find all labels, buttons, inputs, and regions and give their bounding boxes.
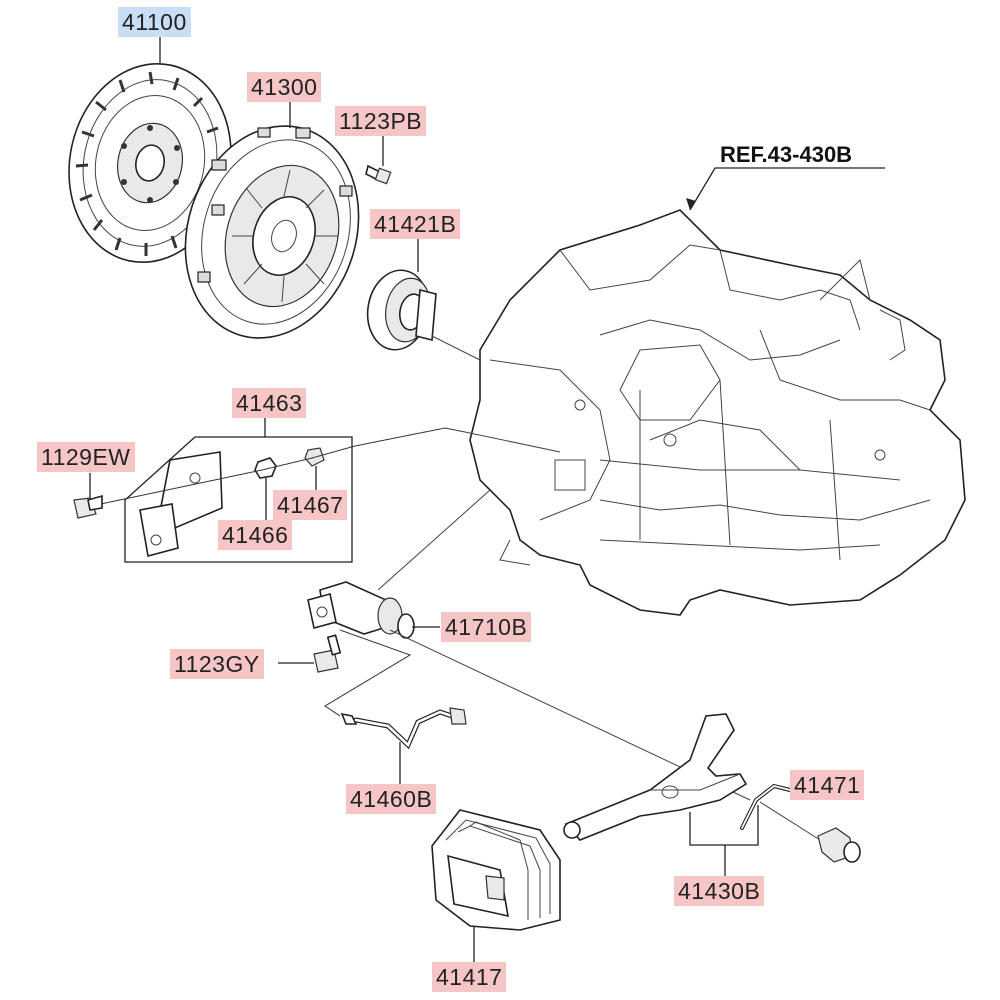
bracket-41430b xyxy=(689,805,759,846)
ref-arrow-icon xyxy=(686,198,696,210)
transmission-housing xyxy=(469,209,966,616)
part-label-41467[interactable]: 41467 xyxy=(273,490,348,520)
part-label-41300[interactable]: 41300 xyxy=(247,72,322,102)
part-label-41471[interactable]: 41471 xyxy=(790,770,865,800)
kit-41463-box xyxy=(95,414,466,563)
part-label-41100[interactable]: 41100 xyxy=(118,7,191,37)
pivot-ball xyxy=(817,827,861,863)
dust-boot xyxy=(431,809,561,931)
part-label-41430b[interactable]: 41430B xyxy=(674,876,765,906)
release-fork xyxy=(563,713,748,841)
reference-label: REF.43-430B xyxy=(720,142,853,167)
part-label-41421b[interactable]: 41421B xyxy=(370,209,461,239)
bearing-to-housing-line xyxy=(431,335,481,361)
bolt-1129ew xyxy=(73,494,103,519)
part-label-41417[interactable]: 41417 xyxy=(432,962,507,992)
bolt-1123gy xyxy=(313,634,342,673)
part-label-1123gy[interactable]: 1123GY xyxy=(170,649,264,679)
ref-leader-line xyxy=(689,167,885,211)
bolt-1123pb xyxy=(365,164,392,185)
release-bearing xyxy=(366,269,437,351)
fork-to-pivot-line xyxy=(759,801,821,841)
clutch-cover xyxy=(184,125,360,339)
part-label-1129ew[interactable]: 1129EW xyxy=(37,442,135,472)
part-label-41460b[interactable]: 41460B xyxy=(346,784,437,814)
kit-to-housing-line xyxy=(464,431,561,453)
part-label-41710b[interactable]: 41710B xyxy=(441,612,532,642)
part-label-1123pb[interactable]: 1123PB xyxy=(335,106,427,136)
spring-clip xyxy=(740,783,792,830)
part-label-41466[interactable]: 41466 xyxy=(218,520,293,550)
slave-cylinder xyxy=(307,581,415,639)
cylinder-to-housing-line xyxy=(377,489,491,591)
part-label-41463[interactable]: 41463 xyxy=(232,388,307,418)
hydraulic-tube xyxy=(324,629,467,750)
